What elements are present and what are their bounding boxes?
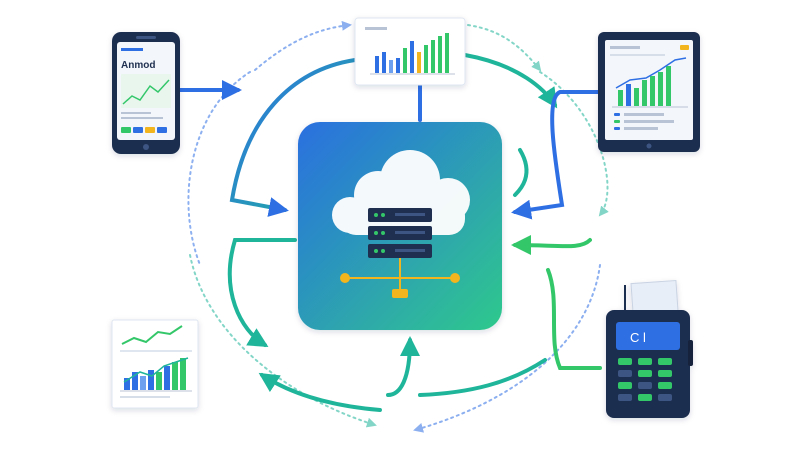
flow-arrow-bottom-left-return <box>258 372 382 412</box>
pos-terminal-screen: C l <box>616 322 680 350</box>
flow-arrow-top-dashed-right <box>467 24 542 72</box>
flow-arrow-inner-top-left <box>229 58 357 217</box>
server-stack-icon <box>368 208 432 258</box>
flow-arrow-bottom-right-return <box>418 358 547 397</box>
flow-arrow-bottom-center <box>386 336 420 397</box>
line-bar-chart-icon <box>120 325 192 398</box>
flow-arrow-inner-top-right <box>463 53 558 109</box>
flow-arrows <box>178 20 609 433</box>
cloud-server-icon <box>332 150 470 298</box>
pos-display-text: C l <box>630 330 646 345</box>
flow-arrow-tablet-down <box>511 90 602 220</box>
flow-arrow-outer-bottom-left <box>189 254 377 428</box>
flow-arrow-bottom-right-down <box>513 148 529 197</box>
smartphone-screen: Anmod <box>121 48 171 133</box>
flow-arrow-left-mid <box>227 238 297 348</box>
bar-chart-icon <box>365 27 455 75</box>
pos-keypad <box>618 358 672 401</box>
phone-app-title: Anmod <box>121 60 155 71</box>
flow-arrow-pos-up <box>546 268 602 370</box>
flow-arrow-top-dashed-left <box>254 20 352 71</box>
flow-arrow-right-mid <box>511 235 592 256</box>
tablet-screen <box>610 45 689 130</box>
network-connector-icon <box>340 258 460 298</box>
flow-arrow-outer-bottom-right <box>413 264 601 433</box>
